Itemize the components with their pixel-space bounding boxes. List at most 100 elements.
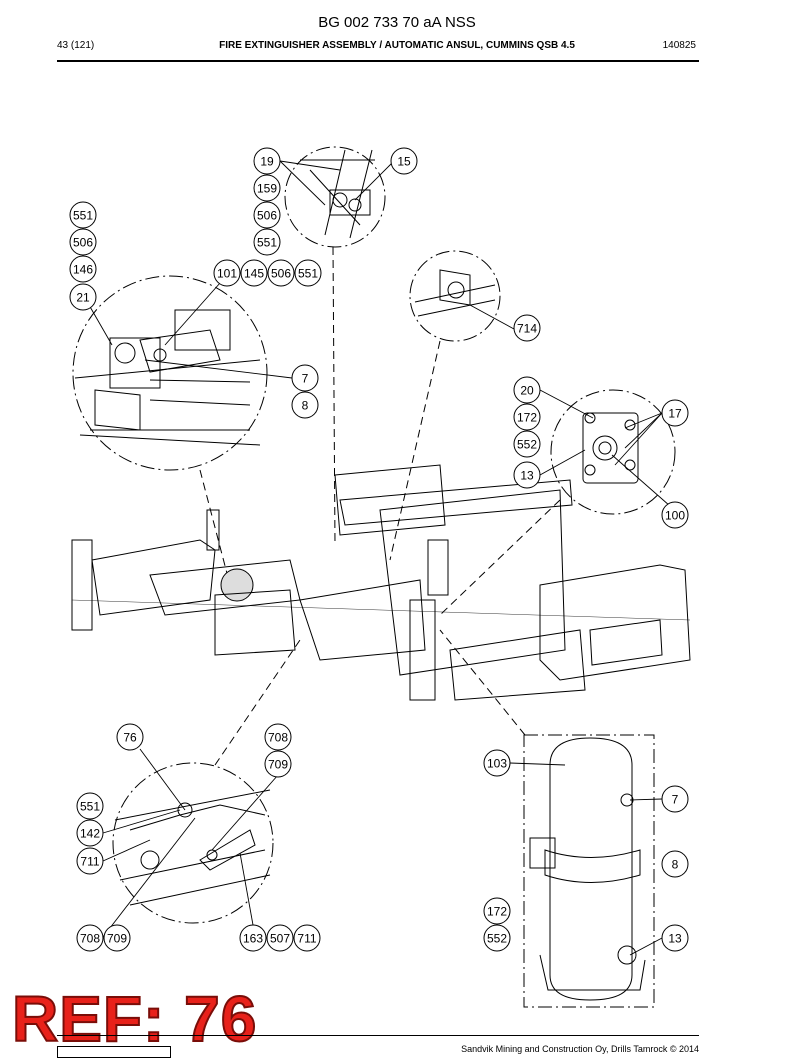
bottom-detail-parts [114, 789, 271, 906]
svg-text:709: 709 [268, 758, 288, 772]
svg-text:506: 506 [271, 267, 291, 281]
svg-text:76: 76 [123, 731, 137, 745]
leader-lines [84, 160, 671, 956]
svg-text:20: 20 [520, 384, 534, 398]
callout-551: 551 [294, 259, 322, 287]
callout-714: 714 [513, 314, 541, 342]
header-divider [57, 60, 699, 62]
svg-text:552: 552 [517, 438, 537, 452]
extinguisher-tank [529, 737, 646, 1001]
svg-text:506: 506 [257, 209, 277, 223]
svg-text:13: 13 [520, 469, 534, 483]
callout-76: 76 [116, 723, 144, 751]
svg-text:7: 7 [302, 372, 309, 386]
callout-159: 159 [253, 174, 281, 202]
footer-copyright: Sandvik Mining and Construction Oy, Dril… [461, 1044, 699, 1054]
svg-text:146: 146 [73, 263, 93, 277]
callout-8: 8 [291, 391, 319, 419]
callout-13: 13 [513, 461, 541, 489]
detail-views [72, 146, 676, 1008]
callout-20: 20 [513, 376, 541, 404]
svg-text:551: 551 [298, 267, 318, 281]
callout-146: 146 [69, 255, 97, 283]
detail-circle-left [72, 275, 268, 471]
svg-text:17: 17 [668, 407, 682, 421]
svg-text:19: 19 [260, 155, 274, 169]
svg-text:101: 101 [217, 267, 237, 281]
callout-17: 17 [661, 399, 689, 427]
bracket-detail-parts [414, 269, 496, 317]
callout-8: 8 [661, 850, 689, 878]
callout-708: 708 [76, 924, 104, 952]
callout-551: 551 [253, 228, 281, 256]
svg-text:163: 163 [243, 932, 263, 946]
svg-text:8: 8 [672, 858, 679, 872]
svg-text:708: 708 [80, 932, 100, 946]
svg-text:172: 172 [517, 411, 537, 425]
callout-552: 552 [513, 430, 541, 458]
detail-circle-right [550, 389, 676, 515]
callout-142: 142 [76, 819, 104, 847]
callout-7: 7 [661, 785, 689, 813]
svg-text:103: 103 [487, 757, 507, 771]
svg-text:714: 714 [517, 322, 537, 336]
callout-709: 709 [103, 924, 131, 952]
callout-21: 21 [69, 283, 97, 311]
svg-text:142: 142 [80, 827, 100, 841]
callout-101: 101 [213, 259, 241, 287]
document-number: BG 002 733 70 aA NSS [318, 14, 476, 31]
svg-text:709: 709 [107, 932, 127, 946]
svg-text:7: 7 [672, 793, 679, 807]
footer-divider [57, 1035, 699, 1036]
detail-circle-top [284, 146, 386, 248]
top-detail-parts [300, 149, 375, 239]
callout-708: 708 [264, 723, 292, 751]
callout-506: 506 [69, 228, 97, 256]
svg-text:551: 551 [80, 800, 100, 814]
svg-text:708: 708 [268, 731, 288, 745]
callout-506: 506 [267, 259, 295, 287]
callout-172: 172 [483, 897, 511, 925]
svg-text:506: 506 [73, 236, 93, 250]
callouts: 19 15 159 506 551 551 506 146 21 101 145… [69, 147, 689, 952]
document-code: 140825 [662, 40, 696, 51]
callout-100: 100 [661, 501, 689, 529]
callout-15: 15 [390, 147, 418, 175]
detail-box-extinguisher [523, 734, 655, 1008]
detail-circle-bottom [112, 762, 274, 924]
page-number: 43 (121) [57, 40, 95, 51]
svg-text:159: 159 [257, 182, 277, 196]
callout-507: 507 [266, 924, 294, 952]
svg-text:8: 8 [302, 399, 309, 413]
callout-7: 7 [291, 364, 319, 392]
svg-text:711: 711 [80, 855, 99, 869]
reference-stamp: REF: 76 [11, 982, 258, 1056]
svg-text:507: 507 [270, 932, 290, 946]
callout-711: 711 [293, 924, 321, 952]
callout-711: 711 [76, 847, 104, 875]
svg-text:552: 552 [487, 932, 507, 946]
callout-551: 551 [76, 792, 104, 820]
svg-text:145: 145 [244, 267, 264, 281]
callout-13: 13 [661, 924, 689, 952]
callout-172: 172 [513, 403, 541, 431]
left-detail-parts [74, 309, 261, 446]
callout-552: 552 [483, 924, 511, 952]
callout-551: 551 [69, 201, 97, 229]
svg-text:13: 13 [668, 932, 682, 946]
svg-text:172: 172 [487, 905, 507, 919]
callout-103: 103 [483, 749, 511, 777]
right-detail-parts [582, 412, 639, 484]
machine-main-body [71, 464, 691, 701]
svg-text:551: 551 [73, 209, 93, 223]
detail-circle-714 [409, 250, 501, 342]
callout-19: 19 [253, 147, 281, 175]
callout-709: 709 [264, 750, 292, 778]
svg-text:711: 711 [297, 932, 316, 946]
callout-506: 506 [253, 201, 281, 229]
svg-text:551: 551 [257, 236, 277, 250]
svg-text:21: 21 [76, 291, 90, 305]
connector-lines [199, 246, 561, 766]
svg-text:15: 15 [397, 155, 411, 169]
